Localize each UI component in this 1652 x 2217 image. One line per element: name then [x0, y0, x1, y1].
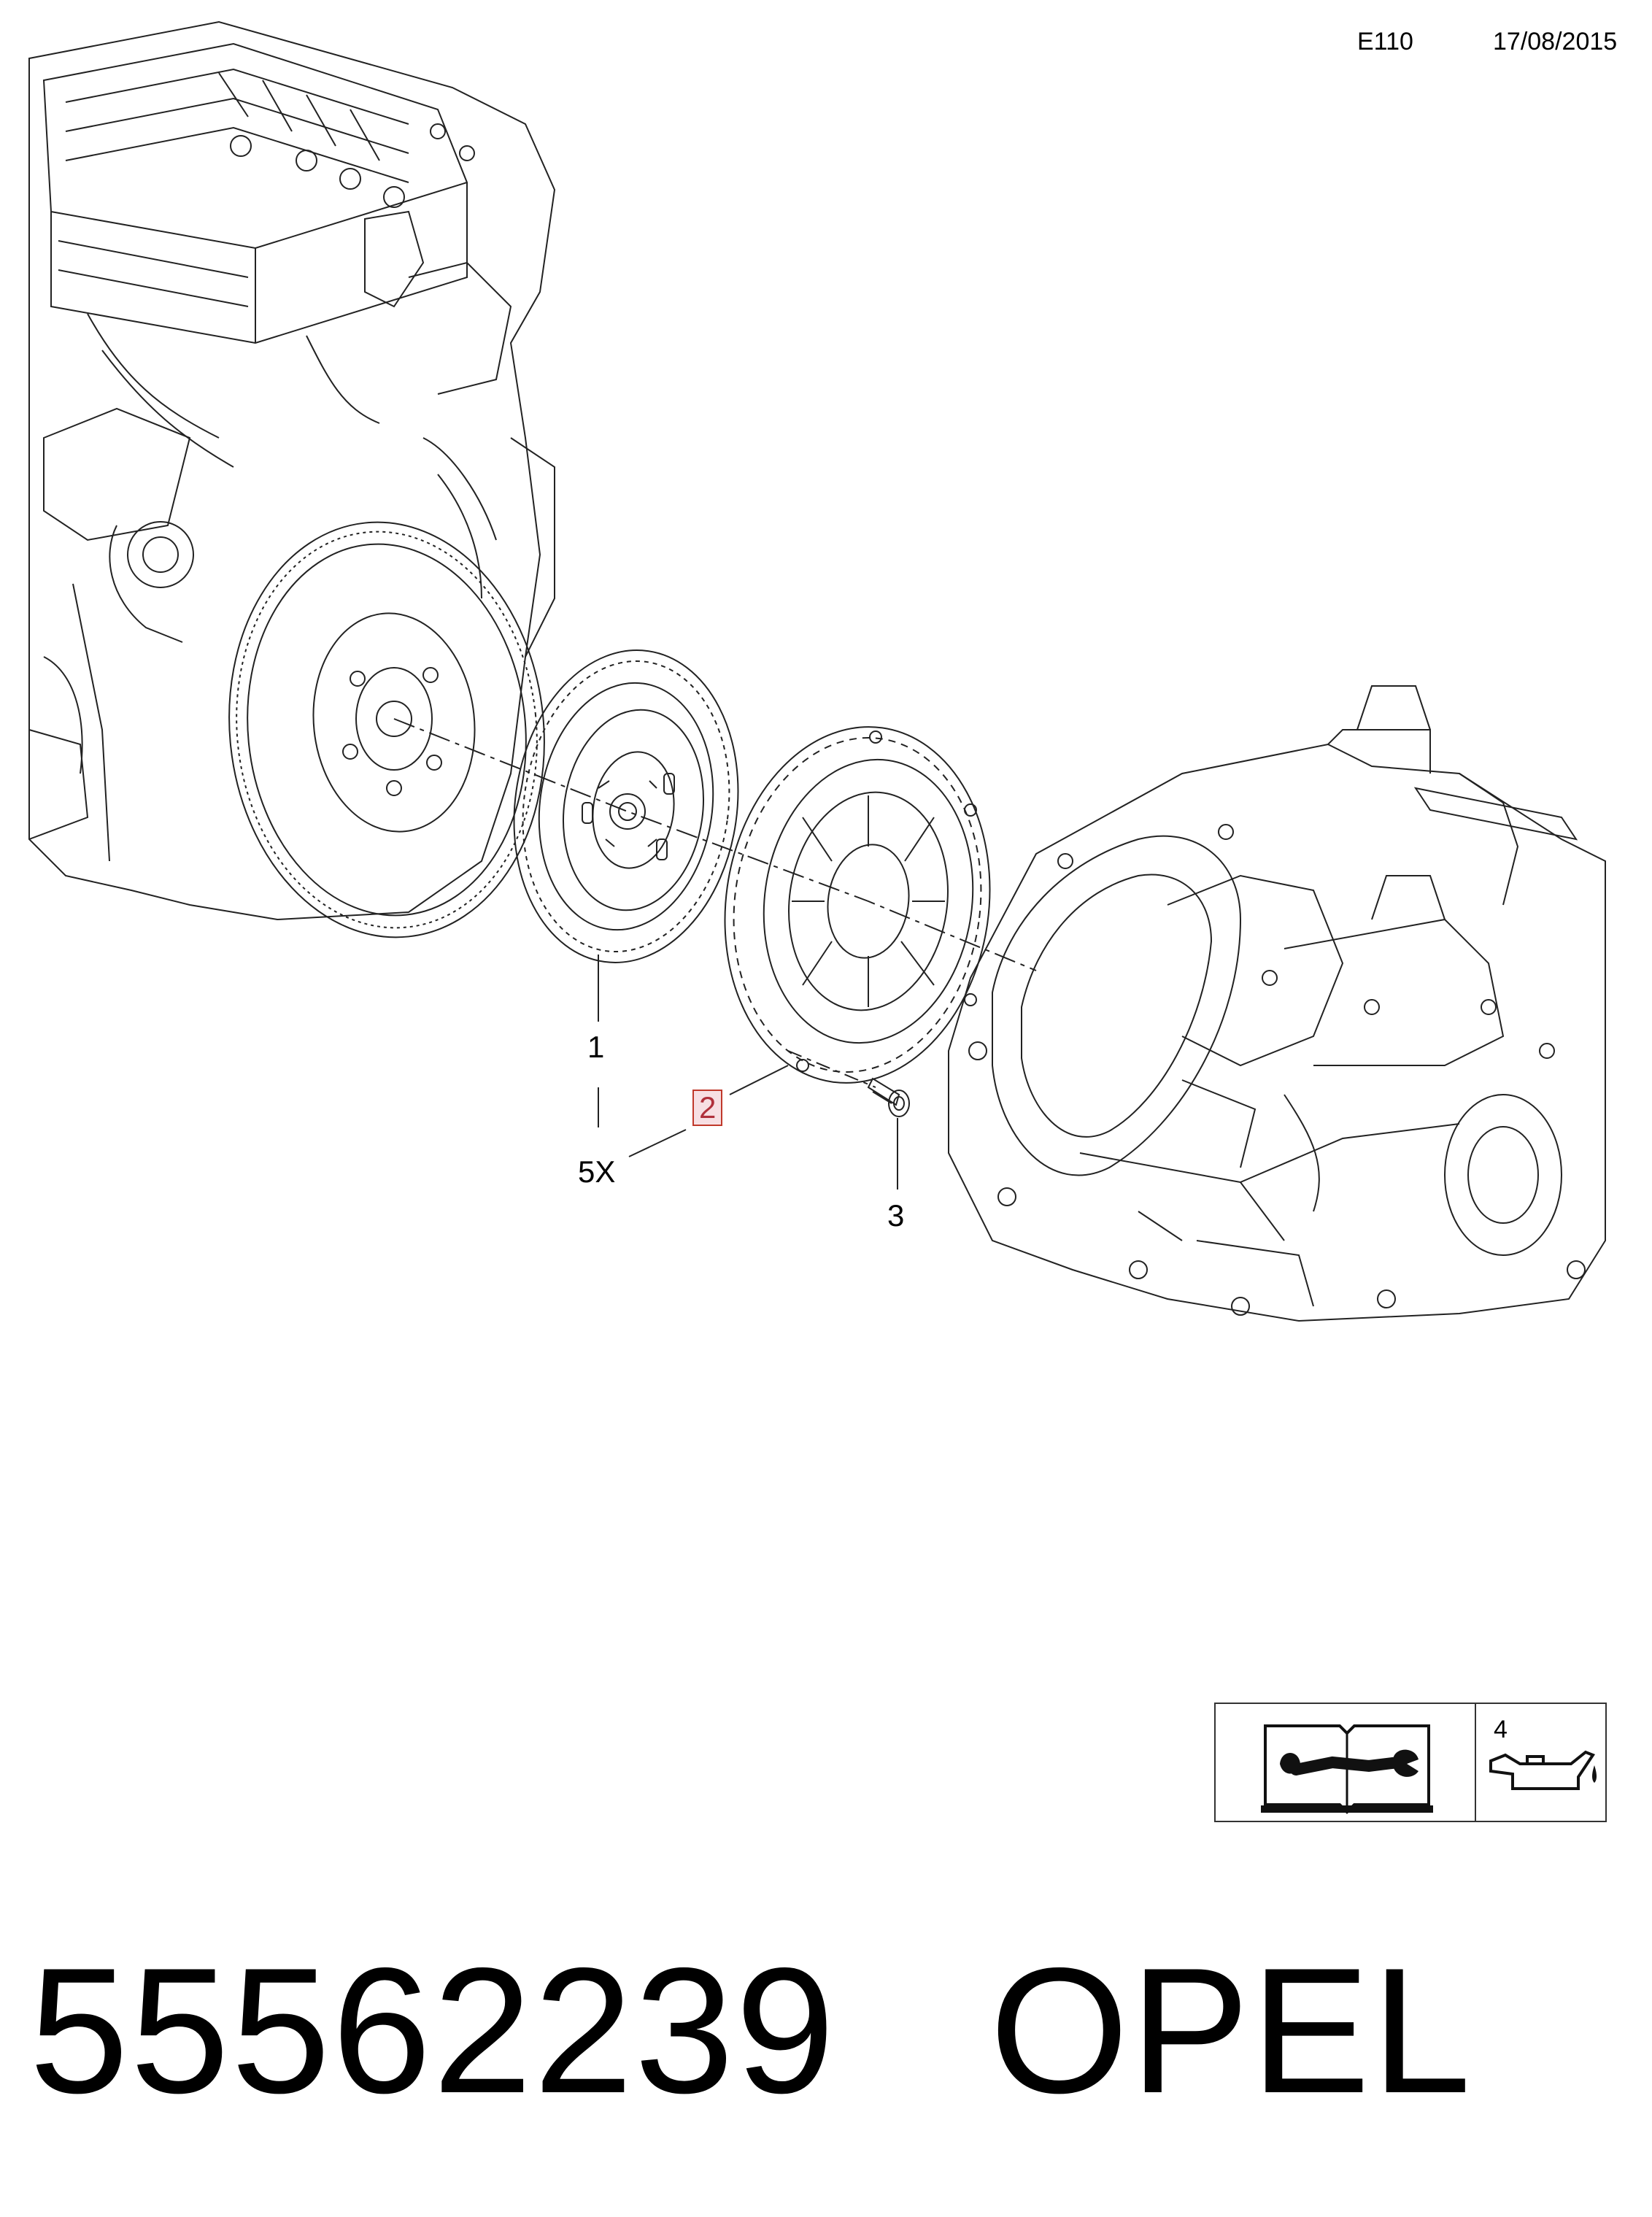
leader-5x-2	[628, 1129, 687, 1157]
engine-block	[28, 20, 556, 921]
callout-1: 1	[587, 1030, 605, 1064]
legend-oil-cell: 4	[1476, 1704, 1607, 1821]
callout-2: 2	[692, 1090, 723, 1126]
document-code: E110	[1357, 28, 1413, 55]
clutch-disc	[513, 649, 739, 963]
manual-wrench-icon	[1261, 1724, 1433, 1814]
legend-oil-number: 4	[1494, 1716, 1508, 1743]
callout-5x: 5X	[578, 1154, 616, 1189]
callout-3: 3	[887, 1198, 905, 1233]
transmission	[948, 685, 1606, 1322]
bolt	[867, 1077, 910, 1117]
pressure-plate	[724, 726, 991, 1084]
leader-2	[729, 1065, 789, 1095]
document-date: 17/08/2015	[1493, 28, 1618, 55]
legend-manual-cell	[1216, 1704, 1476, 1821]
legend-box: 4	[1214, 1703, 1607, 1822]
oil-can-icon	[1489, 1750, 1597, 1790]
brand-name: OPEL	[989, 1930, 1472, 2130]
exploded-diagram	[28, 20, 1606, 1322]
flywheel	[228, 521, 545, 938]
footer-title: 55562239 OPEL	[29, 1941, 1472, 2120]
part-number: 55562239	[29, 1930, 837, 2130]
assembly-axis	[393, 718, 1037, 971]
